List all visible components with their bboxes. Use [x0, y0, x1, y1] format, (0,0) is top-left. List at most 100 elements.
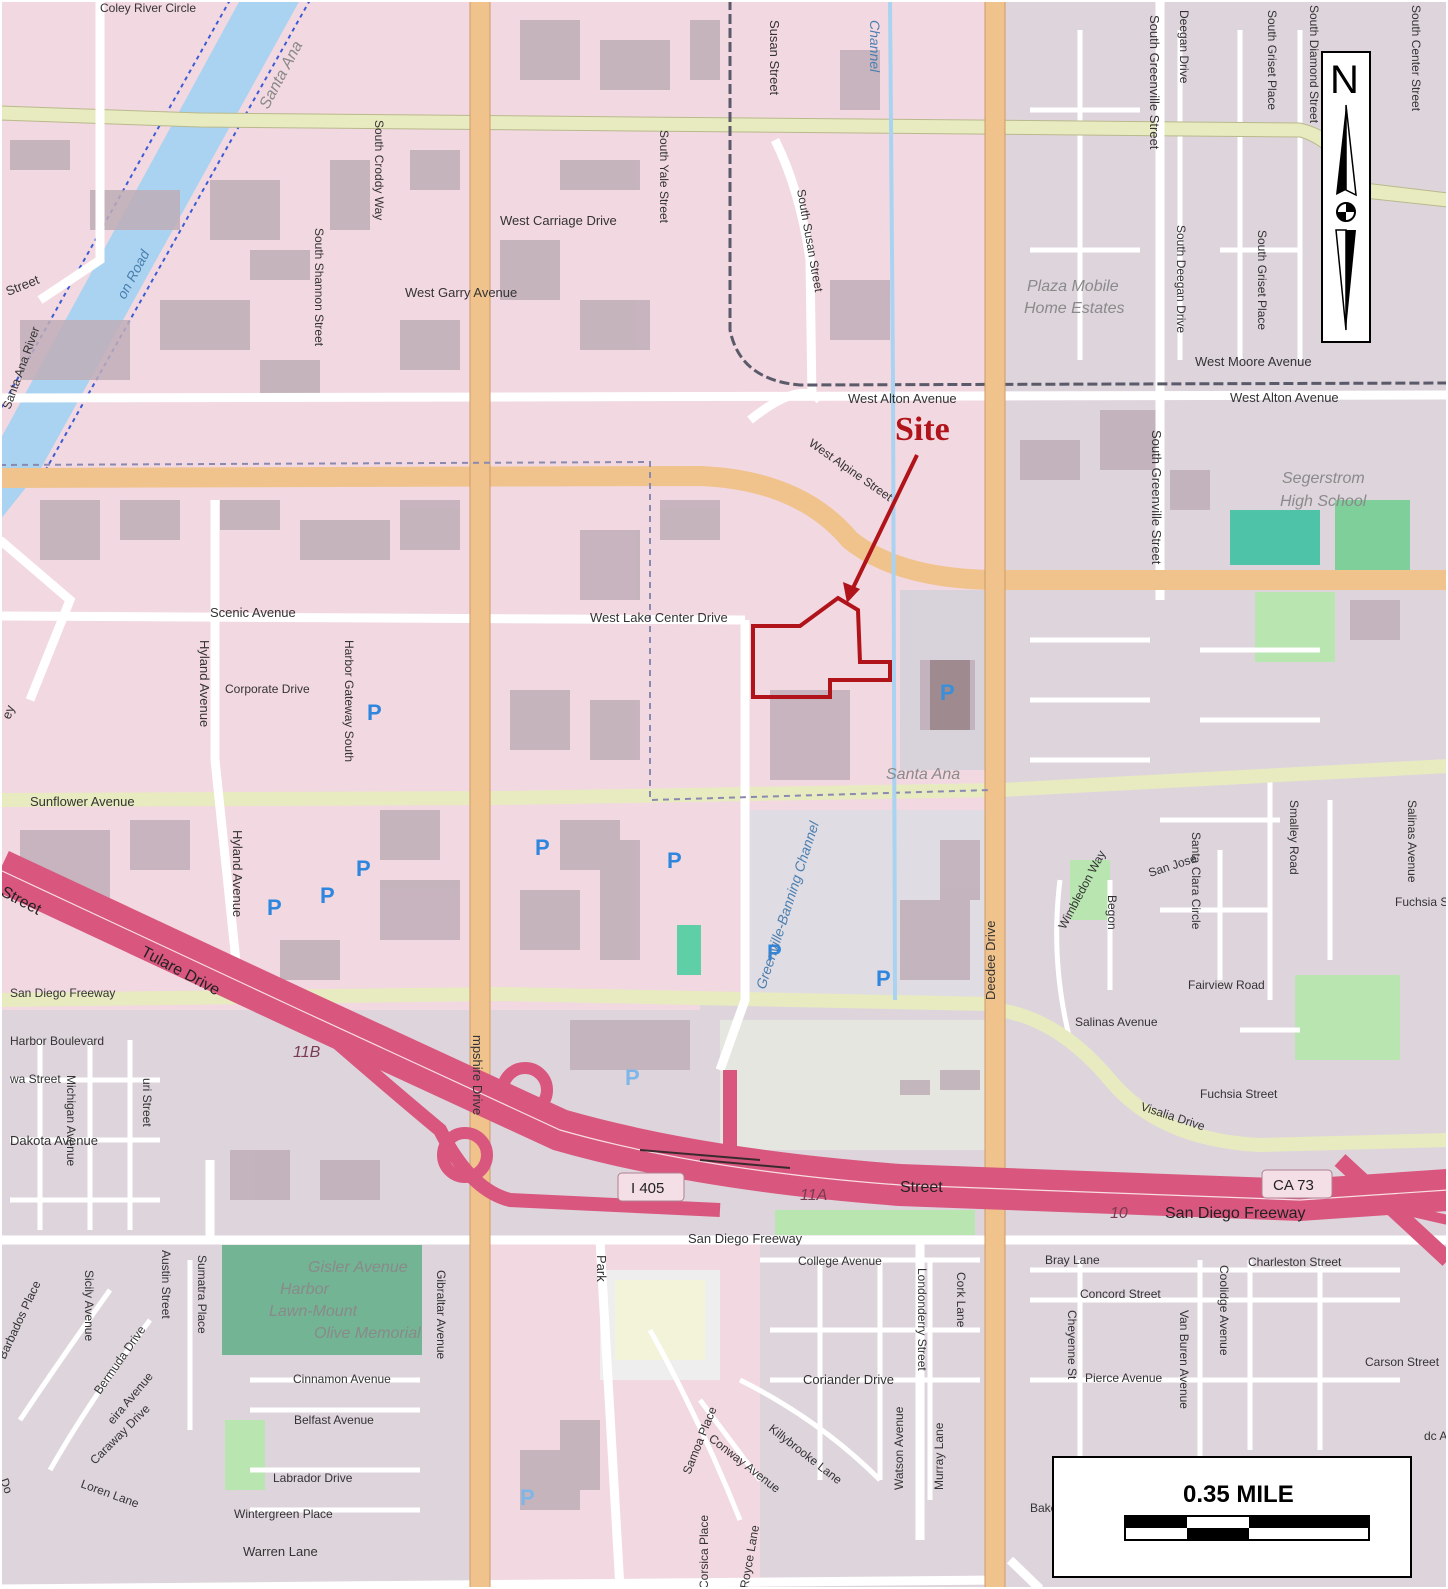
channel-label: Channel [867, 20, 883, 73]
place-label: Harbor [280, 1281, 330, 1298]
exit-number: 10 [1110, 1205, 1128, 1222]
parking-icon: P [535, 835, 550, 860]
highway-shield-i405: I 405 [617, 1172, 685, 1202]
street-label: Austin Street [159, 1250, 173, 1319]
street-label: West Alton Avenue [848, 391, 957, 406]
freeway-centerlines [0, 869, 1448, 1201]
park [1295, 975, 1400, 1060]
channel [888, 0, 897, 1001]
street-label: South Greenville Street [1147, 15, 1162, 150]
exit-number: 11B [293, 1044, 321, 1061]
freeway-label: Street [900, 1179, 943, 1196]
street-label: San Diego Freeway [688, 1231, 803, 1246]
street-label: Belfast Avenue [294, 1413, 374, 1427]
exit-number: 11A [800, 1187, 827, 1204]
place-label: Olive Memorial [314, 1325, 421, 1342]
santa-ana-river [0, 0, 300, 520]
buildings [10, 20, 1400, 1510]
school-field [1335, 500, 1410, 570]
street-label: Deedee Drive [983, 921, 998, 1001]
street-label: Labrador Drive [273, 1471, 353, 1485]
street-label: South Shannon Street [312, 228, 326, 347]
place-label: Segerstrom [1282, 470, 1365, 487]
street-label: South Croddy Way [372, 120, 386, 220]
street-label: Gibraltar Avenue [434, 1270, 448, 1359]
street-label: Deegan Drive [1177, 10, 1191, 84]
street-label: Salinas Avenue [1075, 1015, 1158, 1029]
parking-icon: P [320, 883, 335, 908]
street-label: Susan Street [767, 20, 782, 96]
school-grounds [1230, 510, 1320, 565]
street-label: Cinnamon Avenue [293, 1372, 391, 1386]
street-label: South Deegan Drive [1174, 225, 1188, 333]
street-label: South Yale Street [657, 130, 671, 224]
north-arrow: N [1321, 51, 1371, 343]
street-label: West Lake Center Drive [590, 610, 728, 625]
site-boundary [751, 595, 892, 699]
street-label: Coolidge Avenue [1217, 1265, 1231, 1356]
freeway-ramps [437, 1062, 553, 1183]
place-label: High School [1280, 493, 1367, 510]
pond [677, 925, 701, 975]
street-label: Santa Clara Circle [1189, 832, 1203, 930]
street-label: Scenic Avenue [210, 605, 296, 620]
parking-icon: P [267, 895, 282, 920]
parking-icon: P [767, 940, 782, 965]
street-label: Charleston Street [1248, 1255, 1342, 1269]
city-boundary [0, 460, 991, 802]
street-label: Cheyenne St [1065, 1310, 1079, 1380]
parking-icon: P [876, 966, 891, 991]
street-label: uri Street [140, 1078, 154, 1127]
street-label: Watson Avenue [892, 1406, 906, 1490]
street-label: Sumatra Place [195, 1255, 209, 1334]
street-label: West Alton Avenue [1230, 390, 1339, 405]
street-label: Carson Street [1365, 1355, 1440, 1369]
street-label: ey [0, 703, 18, 722]
street-label: West Garry Avenue [405, 285, 517, 300]
street-label: Londonderry Street [915, 1268, 929, 1371]
cemetery [222, 1245, 422, 1355]
park [775, 1210, 975, 1235]
parking-icon: P [940, 680, 955, 705]
residential-streets [10, 30, 1400, 1521]
street-label: Corporate Drive [225, 682, 310, 696]
street-label: Wintergreen Place [234, 1507, 333, 1521]
street-label: Fuchsia Street [1395, 895, 1448, 909]
street-label: Sunflower Avenue [30, 794, 135, 809]
street-label: wa Street [9, 1072, 61, 1086]
railway [728, 0, 1448, 387]
street-label: Hyland Avenue [197, 640, 212, 727]
street-label: West Moore Avenue [1195, 354, 1312, 369]
place-label: Gisler Avenue [308, 1259, 408, 1276]
street-label: Begon [1105, 895, 1119, 930]
primary-road-edges [469, 0, 1006, 1589]
street-label: Park [594, 1255, 609, 1282]
street-label: Hyland Avenue [230, 830, 245, 917]
street-label: Concord Street [1080, 1287, 1161, 1301]
street-label: South Griset Place [1265, 10, 1279, 110]
site-label: Site [895, 411, 950, 448]
scale-bar: 0.35 MILE [1052, 1456, 1412, 1578]
street-label: South Greenville Street [1149, 430, 1164, 565]
site-arrowhead [843, 582, 860, 603]
street-label: Coriander Drive [803, 1372, 894, 1387]
parking-icon: P [356, 856, 371, 881]
street-label: Cork Lane [954, 1272, 968, 1328]
street-label: Sicily Avenue [82, 1270, 96, 1341]
place-label: Santa Ana [886, 766, 960, 783]
street-label: Murray Lane [932, 1422, 946, 1490]
street-label: Dakota Avenue [10, 1133, 98, 1148]
street-label: Michigan Avenue [64, 1075, 78, 1167]
street-label: Harbor Boulevard [10, 1034, 104, 1048]
parking-icon: P [625, 1065, 640, 1090]
street-label: South Center Street [1409, 5, 1423, 112]
place-label: Home Estates [1024, 300, 1124, 317]
i405-label: I 405 [631, 1180, 664, 1197]
street-label: Pierce Avenue [1085, 1371, 1162, 1385]
park [225, 1420, 265, 1490]
secondary-roads [0, 106, 1448, 1153]
street-label: San Diego Freeway [10, 986, 115, 1000]
